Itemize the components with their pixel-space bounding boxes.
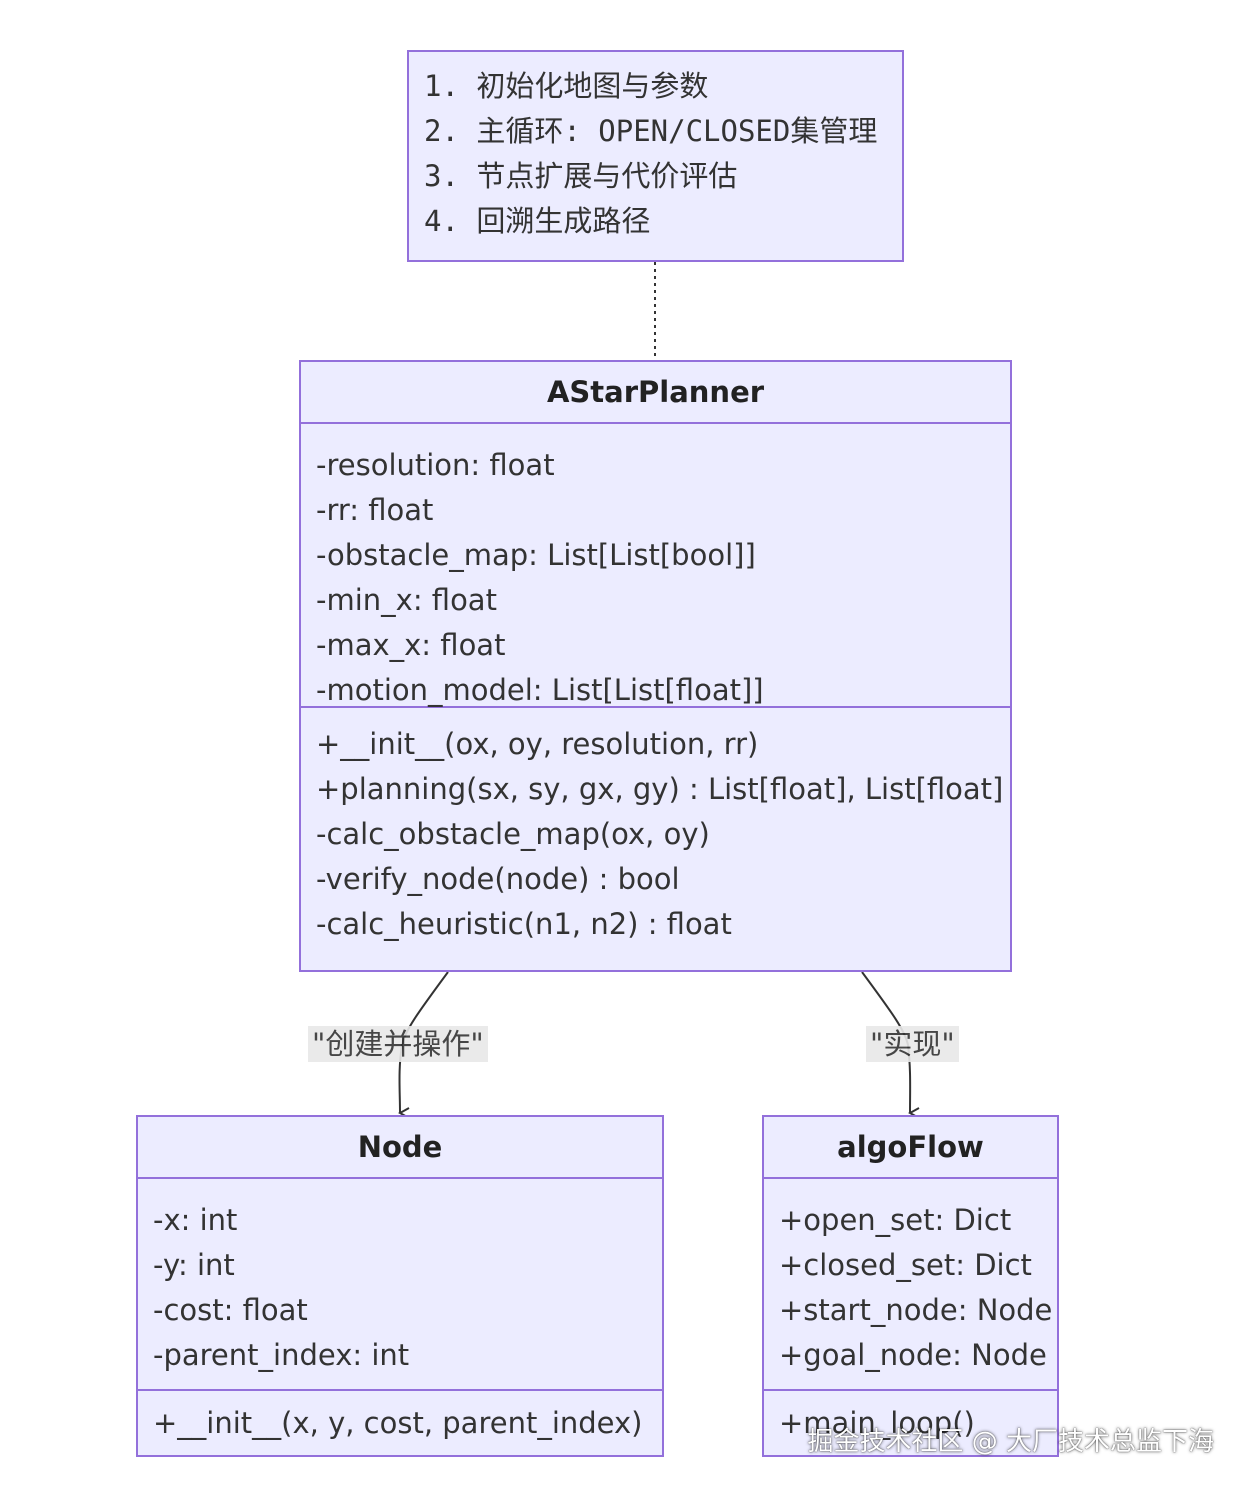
note-line: 3. 节点扩展与代价评估 — [424, 159, 738, 193]
attribute: -x: int — [153, 1203, 238, 1237]
note-line: 4. 回溯生成路径 — [424, 204, 651, 238]
attribute: -max_x: float — [316, 628, 506, 662]
method: -verify_node(node) : bool — [316, 862, 680, 896]
attributes-section: -resolution: float -rr: float -obstacle_… — [301, 424, 1010, 708]
attribute: -cost: float — [153, 1293, 308, 1327]
attribute: -parent_index: int — [153, 1338, 410, 1372]
class-algoflow: algoFlow +open_set: Dict +closed_set: Di… — [762, 1115, 1059, 1457]
method: -calc_heuristic(n1, n2) : float — [316, 907, 732, 941]
class-node: Node -x: int -y: int -cost: float -paren… — [136, 1115, 664, 1457]
class-astarplanner: AStarPlanner -resolution: float -rr: flo… — [299, 360, 1012, 972]
watermark-text: 掘金技术社区 @ 大厂技术总监下海 — [807, 1427, 1214, 1457]
class-title: algoFlow — [764, 1117, 1057, 1179]
class-title: AStarPlanner — [301, 362, 1010, 424]
class-title: Node — [138, 1117, 662, 1179]
methods-section: +__init__(ox, oy, resolution, rr) +plann… — [301, 708, 1010, 955]
attribute: -motion_model: List[List[float]] — [316, 673, 764, 707]
methods-section: +__init__(x, y, cost, parent_index) — [138, 1391, 662, 1454]
method: +__init__(ox, oy, resolution, rr) — [316, 727, 759, 761]
method: +__init__(x, y, cost, parent_index) — [153, 1406, 643, 1440]
methods-section: +main_loop() — [764, 1391, 1057, 1454]
creates-relation-label: "创建并操作" — [308, 1026, 488, 1062]
attribute: -resolution: float — [316, 448, 555, 482]
attribute: -y: int — [153, 1248, 235, 1282]
attribute: -rr: float — [316, 493, 434, 527]
attribute: +open_set: Dict — [779, 1203, 1012, 1237]
method: +main_loop() — [779, 1406, 975, 1440]
attributes-section: +open_set: Dict +closed_set: Dict +start… — [764, 1179, 1057, 1391]
method: +planning(sx, sy, gx, gy) : List[float],… — [316, 772, 1004, 806]
attribute: +closed_set: Dict — [779, 1248, 1032, 1282]
attribute: +start_node: Node — [779, 1293, 1053, 1327]
note-line: 1. 初始化地图与参数 — [424, 69, 709, 103]
attribute: +goal_node: Node — [779, 1338, 1047, 1372]
implements-relation-label: "实现" — [866, 1026, 959, 1062]
attributes-section: -x: int -y: int -cost: float -parent_ind… — [138, 1179, 662, 1391]
method: -calc_obstacle_map(ox, oy) — [316, 817, 710, 851]
attribute: -obstacle_map: List[List[bool]] — [316, 538, 756, 572]
note-box: 1. 初始化地图与参数 2. 主循环: OPEN/CLOSED集管理 3. 节点… — [407, 50, 904, 262]
note-line: 2. 主循环: OPEN/CLOSED集管理 — [424, 114, 878, 148]
attribute: -min_x: float — [316, 583, 497, 617]
